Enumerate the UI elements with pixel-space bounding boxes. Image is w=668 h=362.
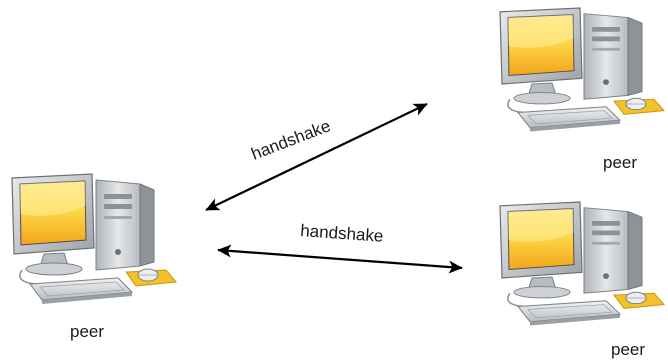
desktop-computer-icon [499,7,665,133]
peer-label-top-right: peer [603,153,637,172]
peer-computer-top-right [499,7,665,133]
desktop-computer-icon [11,173,177,305]
handshake-arrow-lower [217,244,463,274]
edge-label-upper: handshake [249,116,333,164]
desktop-computer-icon [499,201,665,327]
peer-computer-left [11,173,177,305]
handshake-arrow-upper [205,103,428,211]
edge-label-lower: handshake [300,221,384,246]
peer-label-left: peer [70,322,104,341]
peer-label-bottom-right: peer [611,340,645,359]
peer-computer-bottom-right [499,201,665,327]
